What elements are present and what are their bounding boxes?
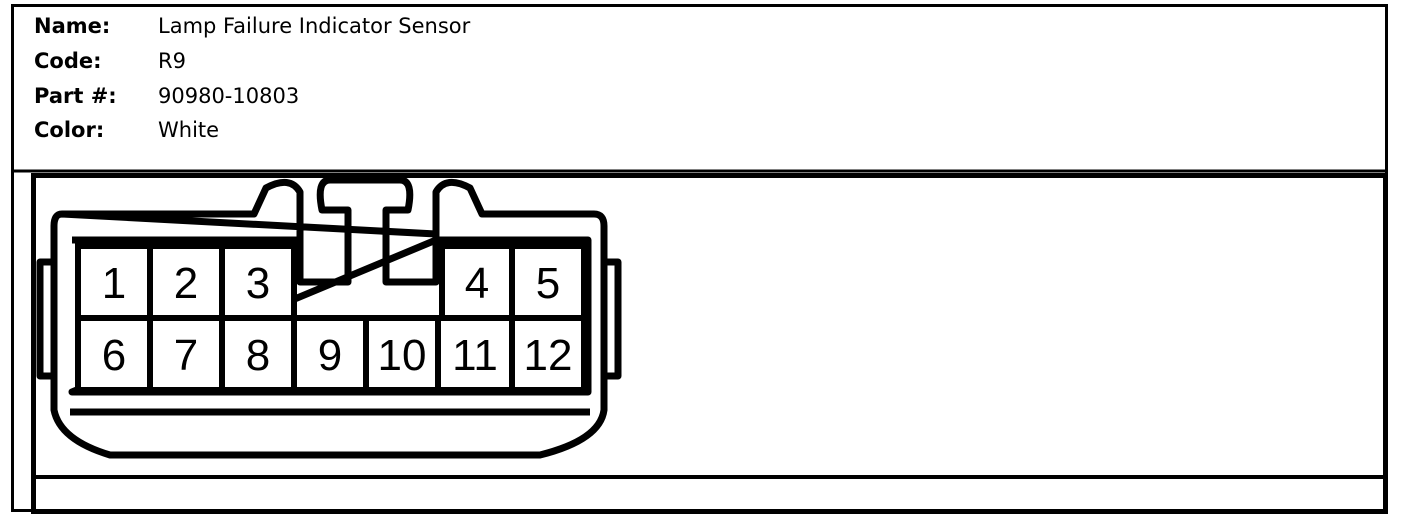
connector-part-number: 90980-10803 (158, 84, 300, 108)
pin-label: 1 (102, 259, 126, 308)
pin-label: 9 (318, 331, 342, 380)
pin-label: 10 (378, 331, 427, 380)
right-side-tab (604, 258, 622, 380)
diagram-box (31, 173, 1388, 514)
pin-label: 6 (102, 331, 126, 380)
pin-cavity-2 (147, 243, 225, 321)
name-label: Name: (34, 14, 111, 38)
pin-cavities (75, 243, 587, 393)
pin-cavity-12 (509, 315, 587, 393)
pin-label: 8 (246, 331, 270, 380)
pin-label: 3 (246, 259, 270, 308)
color-label: Color: (34, 118, 105, 142)
pin-cavity-4 (439, 243, 515, 321)
code-label: Code: (34, 49, 102, 73)
connector-color: White (158, 118, 220, 142)
connector-code: R9 (158, 49, 186, 73)
housing-outline (50, 178, 608, 459)
pin-cavity-11 (435, 315, 515, 393)
pin-label: 4 (465, 259, 489, 308)
pin-label: 12 (524, 331, 573, 380)
pin-label: 2 (174, 259, 198, 308)
part-label: Part #: (34, 84, 117, 108)
connector-name: Lamp Failure Indicator Sensor (158, 14, 471, 38)
left-side-tab (36, 258, 54, 380)
connector-housing (36, 176, 622, 459)
pin-cavity-10 (363, 315, 441, 393)
lock-latch (296, 176, 440, 286)
pin-label: 7 (174, 331, 198, 380)
pin-label: 5 (536, 259, 560, 308)
pin-numbers: 1 2 3 4 5 6 7 8 9 10 11 12 (102, 259, 573, 380)
pin-label: 11 (452, 331, 498, 380)
